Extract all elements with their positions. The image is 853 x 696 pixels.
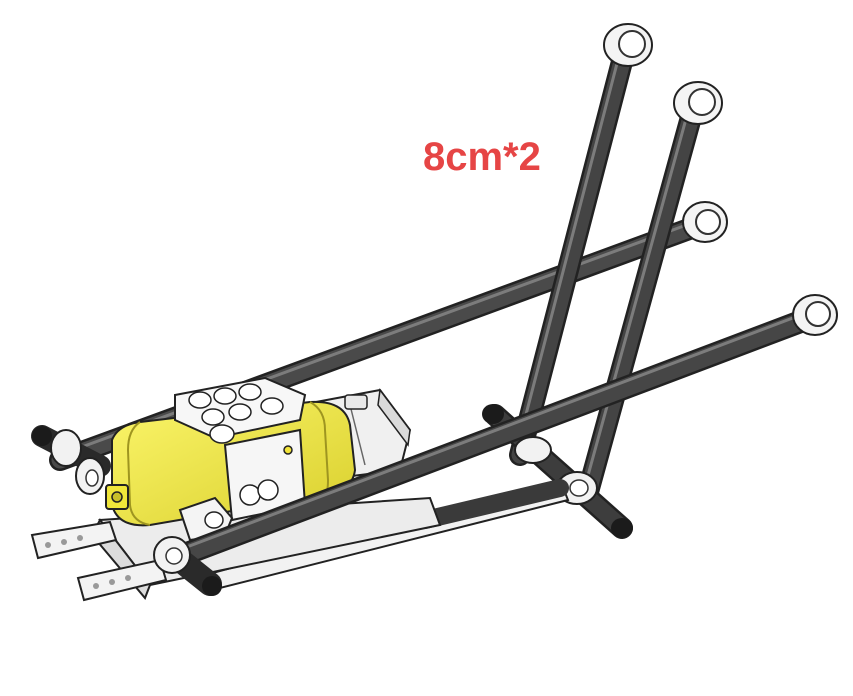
bushing-junction-1 xyxy=(514,436,552,464)
bushing-back-right xyxy=(682,201,728,243)
bushing-top-2 xyxy=(673,81,723,125)
bushing-front-right xyxy=(792,294,838,336)
connector-block-top xyxy=(174,376,307,444)
bracket-arm-upper xyxy=(30,520,118,560)
dimension-label: 8cm*2 xyxy=(423,135,541,179)
motor-axle-port xyxy=(105,484,129,510)
bushing-top-1 xyxy=(603,23,653,67)
bushing-front-left xyxy=(153,536,191,574)
rod-front-long xyxy=(163,306,822,570)
rod-vertical-2 xyxy=(577,99,704,503)
bushing-left-2 xyxy=(75,457,105,495)
bracket-arm-lower xyxy=(76,558,168,602)
bushing-left-1 xyxy=(50,429,82,467)
rod-vertical-1 xyxy=(509,39,636,466)
